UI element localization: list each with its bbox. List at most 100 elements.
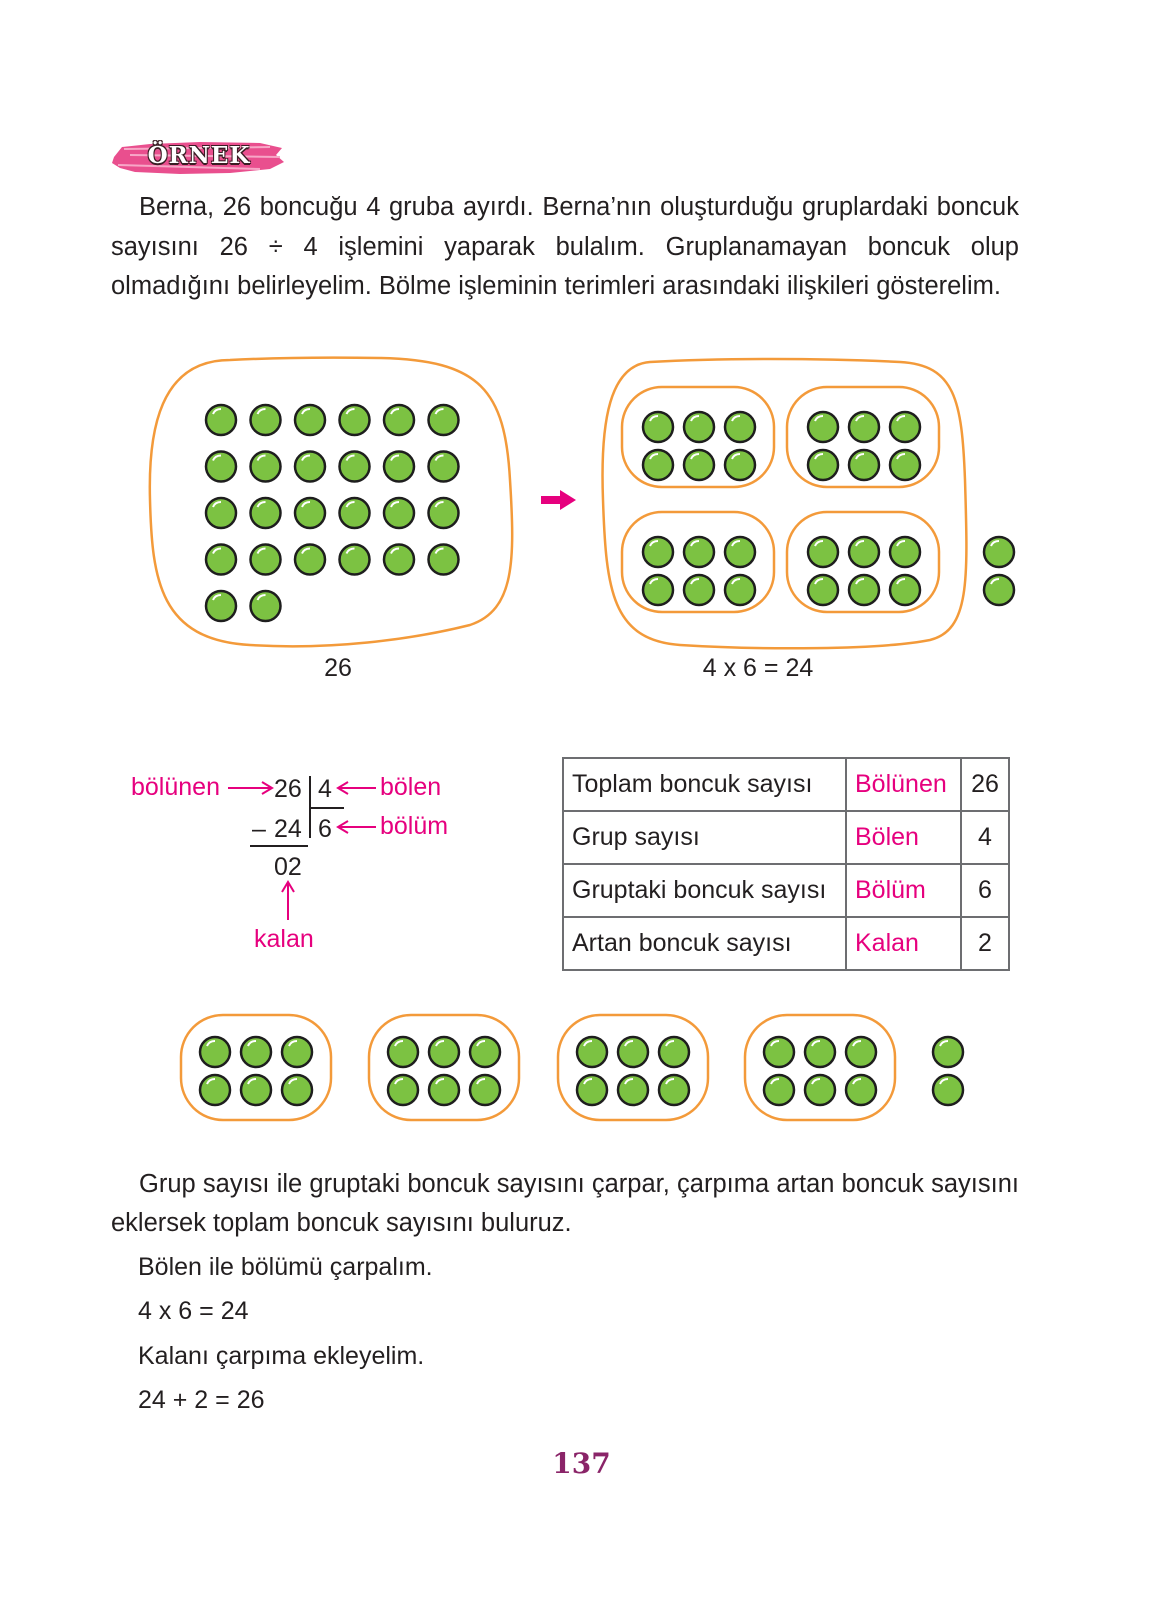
bead-highlight [811, 1040, 821, 1047]
bead-highlight [301, 547, 311, 554]
bead-highlight [690, 453, 700, 460]
bead-highlight [390, 547, 400, 554]
group-loop [743, 1013, 897, 1122]
bead [616, 1073, 650, 1107]
bead-highlight [896, 578, 906, 585]
division-horizontal-bar [310, 807, 344, 809]
bead-highlight [434, 547, 444, 554]
bead-highlight [690, 540, 700, 547]
row-value: 26 [960, 757, 1010, 812]
bead-highlight [624, 1040, 634, 1047]
bead [382, 496, 416, 530]
bead-highlight [939, 1078, 949, 1085]
bead [847, 535, 881, 569]
bead [204, 496, 238, 530]
bead-highlight [301, 501, 311, 508]
bead [427, 496, 460, 530]
product: 24 [274, 815, 302, 843]
bead [239, 1073, 273, 1107]
bead-highlight [390, 454, 400, 461]
row-description: Artan boncuk sayısı [562, 916, 847, 971]
label-dividend: bölünen [131, 773, 220, 801]
bead-highlight [649, 578, 659, 585]
bead [762, 1073, 796, 1107]
groups-loop [601, 357, 968, 650]
bead-highlight [390, 408, 400, 415]
bead [249, 496, 282, 530]
bead [682, 448, 716, 482]
bead-highlight [434, 408, 444, 415]
bead-highlight [345, 454, 355, 461]
group-loop [620, 510, 776, 614]
bead [239, 1035, 273, 1069]
bead [249, 450, 282, 483]
bead [888, 573, 922, 607]
bead [806, 535, 840, 569]
label-divisor: bölen [380, 773, 442, 801]
bead-highlight [435, 1078, 445, 1085]
bead [888, 410, 922, 444]
row-description: Toplam boncuk sayısı [562, 757, 847, 812]
bead-highlight [690, 578, 700, 585]
bead [338, 543, 371, 576]
bead [427, 1035, 461, 1069]
bead-highlight [939, 1040, 949, 1047]
bead [844, 1073, 878, 1107]
table-row: Gruptaki boncuk sayısı Bölüm 6 [562, 863, 1010, 918]
bead [427, 543, 460, 576]
bead [427, 1073, 461, 1107]
bead [847, 573, 881, 607]
bead [575, 1073, 609, 1107]
bead [931, 1073, 965, 1107]
bead-highlight [256, 501, 266, 508]
bead [982, 573, 1016, 607]
bead [803, 1035, 837, 1069]
bead-highlight [256, 594, 266, 601]
bead [338, 403, 371, 437]
bead [641, 410, 675, 444]
arrow-left-icon [336, 781, 376, 795]
bead-highlight [288, 1078, 298, 1085]
row-value: 6 [960, 863, 1010, 918]
bead [723, 535, 757, 569]
bead [641, 573, 675, 607]
bead [382, 543, 416, 576]
bead-highlight [855, 415, 865, 422]
badge-label: ÖRNEK [147, 142, 251, 169]
bead-highlight [649, 540, 659, 547]
bead [468, 1073, 502, 1107]
bead-highlight [256, 408, 266, 415]
bead [806, 448, 840, 482]
bead-highlight [814, 453, 824, 460]
remainder: 02 [274, 853, 302, 881]
bead-highlight [288, 1040, 298, 1047]
bead-highlight [212, 501, 222, 508]
bead-highlight [301, 408, 311, 415]
row-term: Kalan [845, 916, 962, 971]
bead [723, 573, 757, 607]
bead-highlight [852, 1078, 862, 1085]
table-row: Artan boncuk sayısı Kalan 2 [562, 916, 1010, 971]
bead [723, 448, 757, 482]
bead-highlight [206, 1078, 216, 1085]
bead [293, 450, 327, 483]
bead-highlight [624, 1078, 634, 1085]
bead-highlight [206, 1040, 216, 1047]
bead-highlight [434, 454, 444, 461]
bead [847, 448, 881, 482]
bead [657, 1035, 691, 1069]
bead [641, 448, 675, 482]
table-row: Toplam boncuk sayısı Bölünen 26 [562, 757, 1010, 812]
arrow-up-icon [281, 880, 295, 920]
bead [386, 1035, 420, 1069]
bead-highlight [649, 453, 659, 460]
bead-highlight [855, 453, 865, 460]
group-loop [785, 510, 941, 614]
row-term: Bölen [845, 810, 962, 865]
bead [427, 403, 460, 437]
all-beads-loop [148, 356, 514, 648]
bead-highlight [855, 540, 865, 547]
bead [293, 403, 327, 437]
bead-highlight [256, 454, 266, 461]
bead-highlight [855, 578, 865, 585]
